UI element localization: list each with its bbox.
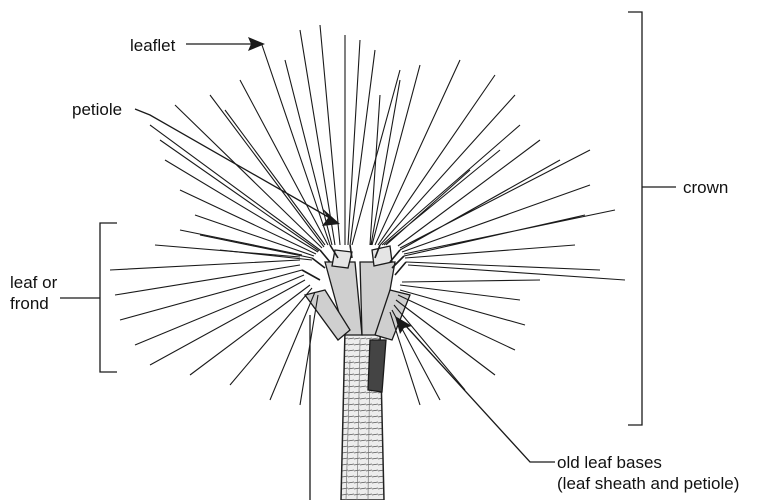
old-leaf-bases-label: old leaf bases (leaf sheath and petiole) — [557, 452, 739, 494]
frond-fan-lower-left — [110, 230, 318, 405]
frond-fan-lower-right — [390, 280, 540, 405]
crown-bracket — [628, 12, 676, 425]
leaf-or-frond-label-line2: frond — [10, 293, 57, 314]
leaf-or-frond-label-line1: leaf or — [10, 272, 57, 293]
leaflet-label: leaflet — [130, 35, 175, 56]
leaf-or-frond-label: leaf or frond — [10, 272, 57, 314]
petiole-label: petiole — [72, 99, 122, 120]
old-leaf-bases-label-line2: (leaf sheath and petiole) — [557, 473, 739, 494]
frond-bracket — [60, 223, 117, 372]
frond-fan-left — [150, 95, 324, 260]
frond-fan-upper-right — [370, 60, 520, 245]
frond-fan-right — [398, 140, 625, 280]
old-leaf-bases-label-line1: old leaf bases — [557, 452, 739, 473]
crown-label: crown — [683, 177, 728, 198]
